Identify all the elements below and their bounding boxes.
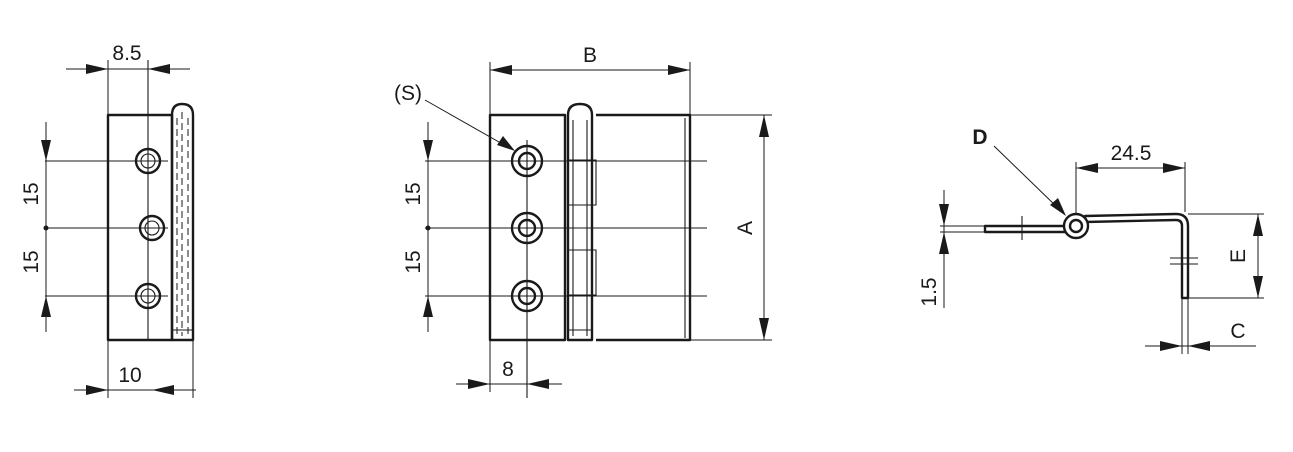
profile-view-left-leaf xyxy=(983,224,1068,234)
side-view-arrow-v1 xyxy=(41,140,51,161)
front-view-dim-b-label: B xyxy=(583,44,597,67)
profile-view-arrow-thk-bottom xyxy=(939,232,949,254)
side-view-dim-upper-label: 15 xyxy=(20,182,43,205)
profile-view-pin xyxy=(1068,218,1084,234)
front-view-screw-leader xyxy=(424,99,507,147)
profile-view: D 24.5 1.5 E C xyxy=(918,126,1264,354)
side-view-dim-bottom-label: 10 xyxy=(118,364,141,387)
profile-view-arrow-thk-top xyxy=(939,204,949,226)
front-view-arrow-a-bottom xyxy=(759,318,769,340)
side-view-arrow-top-right xyxy=(148,64,170,74)
front-view-arrow-b-right xyxy=(668,65,690,75)
side-view-dim-top-label: 8.5 xyxy=(112,42,141,65)
front-view-arrow-v2 xyxy=(423,296,433,317)
front-view-knuckle xyxy=(566,102,594,342)
profile-view-dim-e-label: E xyxy=(1227,249,1250,263)
profile-view-pin-arrow xyxy=(1050,198,1066,216)
profile-view-dim-thk-label: 1.5 xyxy=(918,277,941,306)
front-view-dim-bottom-label: 8 xyxy=(502,358,514,381)
profile-view-arrow-top-left xyxy=(1076,163,1098,173)
profile-view-dim-c-label: C xyxy=(1230,320,1245,343)
profile-view-bent-leaf xyxy=(1083,212,1190,300)
front-view: B (S) 15 15 A 8 xyxy=(394,44,772,398)
front-view-screw-label: (S) xyxy=(394,82,422,105)
front-view-arrow-b-left xyxy=(490,65,512,75)
profile-view-dim-top-label: 24.5 xyxy=(1111,142,1152,165)
front-view-arrow-a-top xyxy=(759,115,769,137)
side-view-arrow-bottom-right xyxy=(152,385,174,395)
front-view-dim-lower-label: 15 xyxy=(402,250,425,273)
profile-view-arrow-c-left xyxy=(1160,341,1182,351)
front-view-arrow-v1 xyxy=(423,140,433,161)
front-view-knuckle-segment-2 xyxy=(568,249,597,296)
side-view: 8.5 15 15 10 xyxy=(20,42,196,398)
front-view-dim-dot xyxy=(425,225,431,231)
front-view-arrow-bottom-left xyxy=(468,379,490,389)
front-view-screw-arrow xyxy=(497,136,515,151)
side-view-arrow-top-left xyxy=(86,64,108,74)
side-view-arrow-v2 xyxy=(41,296,51,317)
profile-view-pin-leader xyxy=(993,145,1059,209)
profile-view-knuckle xyxy=(1062,212,1090,240)
front-view-knuckle-segment-1 xyxy=(568,159,597,206)
side-view-knuckle xyxy=(170,102,195,342)
front-view-left-leaf xyxy=(488,113,567,342)
front-view-arrow-bottom-right xyxy=(527,379,549,389)
profile-view-arrow-e-top xyxy=(1253,214,1263,236)
profile-view-arrow-e-bottom xyxy=(1253,276,1263,298)
side-view-dim-dot xyxy=(43,225,49,231)
side-view-dim-lower-label: 15 xyxy=(20,250,43,273)
front-view-dim-a-label: A xyxy=(734,221,757,235)
front-view-dim-upper-label: 15 xyxy=(402,182,425,205)
profile-view-arrow-c-right xyxy=(1188,341,1210,351)
profile-view-pin-label: D xyxy=(972,126,987,149)
profile-view-arrow-top-right xyxy=(1163,163,1185,173)
side-view-arrow-bottom-left xyxy=(86,385,108,395)
